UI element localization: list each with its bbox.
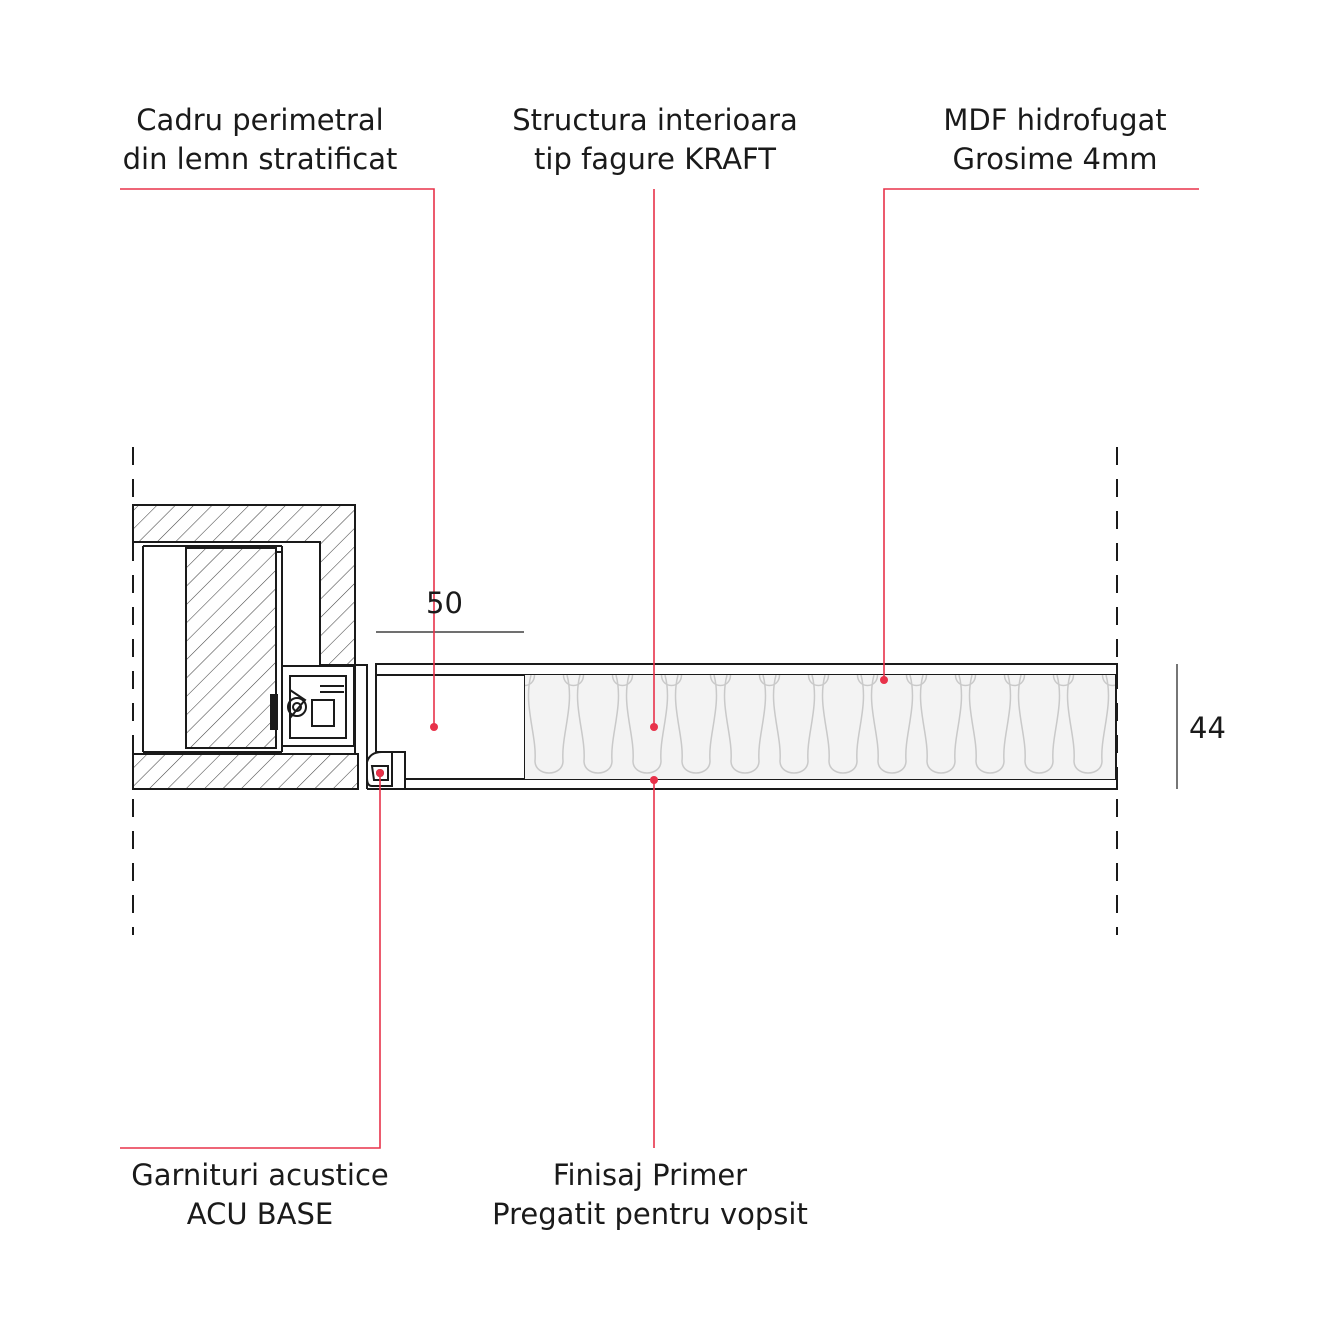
honeycomb-cell — [1115, 690, 1116, 703]
leader-mdf — [883, 188, 1199, 680]
honeycomb-cell-cap — [562, 675, 585, 687]
label-core-line1: Structura interioara — [512, 103, 798, 137]
label-mdf-line2: Grosime 4mm — [952, 142, 1158, 176]
hinge-hardware — [270, 694, 278, 730]
label-frame: Cadru perimetral din lemn stratificat — [100, 101, 420, 179]
honeycomb-cells — [480, 675, 1172, 774]
honeycomb-cell-cap — [1052, 675, 1075, 687]
honeycomb-cell-cap — [807, 675, 830, 687]
label-finish: Finisaj Primer Pregatit pentru vopsit — [470, 1156, 830, 1234]
honeycomb-cell-cap — [1152, 675, 1172, 686]
honeycomb-cell — [480, 675, 521, 773]
label-mdf: MDF hidrofugat Grosime 4mm — [900, 101, 1210, 179]
honeycomb-cell — [674, 675, 718, 774]
leader-frame — [120, 188, 435, 727]
mdf-top-skin — [375, 663, 1118, 676]
label-core: Structura interioara tip fagure KRAFT — [490, 101, 820, 179]
leader-lines — [120, 188, 1199, 1149]
frame-bottom-hatch — [132, 753, 359, 790]
door-leaf — [375, 663, 1172, 790]
honeycomb-cell — [772, 675, 816, 774]
honeycomb-cell-cap — [758, 675, 781, 687]
frame-section — [132, 504, 406, 790]
label-finish-line1: Finisaj Primer — [552, 1158, 748, 1192]
honeycomb-cell — [968, 675, 1012, 774]
honeycomb-cell-cap — [905, 675, 928, 687]
label-core-line2: tip fagure KRAFT — [534, 142, 776, 176]
leader-dots — [376, 676, 888, 784]
label-frame-line1: Cadru perimetral — [136, 103, 384, 137]
honeycomb-cell-cap — [709, 675, 732, 687]
frame-insert-block — [185, 547, 277, 749]
label-gasket-line1: Garnituri acustice — [131, 1158, 389, 1192]
honeycomb-cell-cap — [660, 675, 683, 687]
label-gasket: Garnituri acustice ACU BASE — [100, 1156, 420, 1234]
honeycomb-cell — [1066, 675, 1110, 774]
leader-gasket — [120, 773, 381, 1149]
honeycomb-cell-cap — [954, 675, 977, 687]
honeycomb-cell — [821, 675, 865, 774]
honeycomb-cell-cap — [1003, 675, 1026, 687]
honeycomb-cell — [625, 675, 669, 774]
label-mdf-line1: MDF hidrofugat — [943, 103, 1167, 137]
label-frame-line2: din lemn stratificat — [122, 142, 398, 176]
honeycomb-cell-cap — [525, 675, 536, 687]
honeycomb-core — [525, 675, 1116, 779]
dimension-door-thickness: 44 — [1189, 711, 1226, 745]
honeycomb-cell — [870, 675, 914, 774]
honeycomb-cell — [919, 675, 963, 774]
label-gasket-line2: ACU BASE — [186, 1197, 334, 1231]
label-finish-line2: Pregatit pentru vopsit — [492, 1197, 808, 1231]
honeycomb-cell — [576, 675, 620, 774]
honeycomb-cell — [1017, 675, 1061, 774]
dimension-frame-width: 50 — [426, 586, 463, 620]
honeycomb-cell — [723, 675, 767, 774]
honeycomb-cell-cap — [611, 675, 634, 687]
honeycomb-cell-cap — [1101, 675, 1116, 687]
mdf-bottom-skin — [404, 778, 1118, 790]
honeycomb-cell-cap — [856, 675, 879, 687]
honeycomb-cell — [527, 675, 571, 774]
